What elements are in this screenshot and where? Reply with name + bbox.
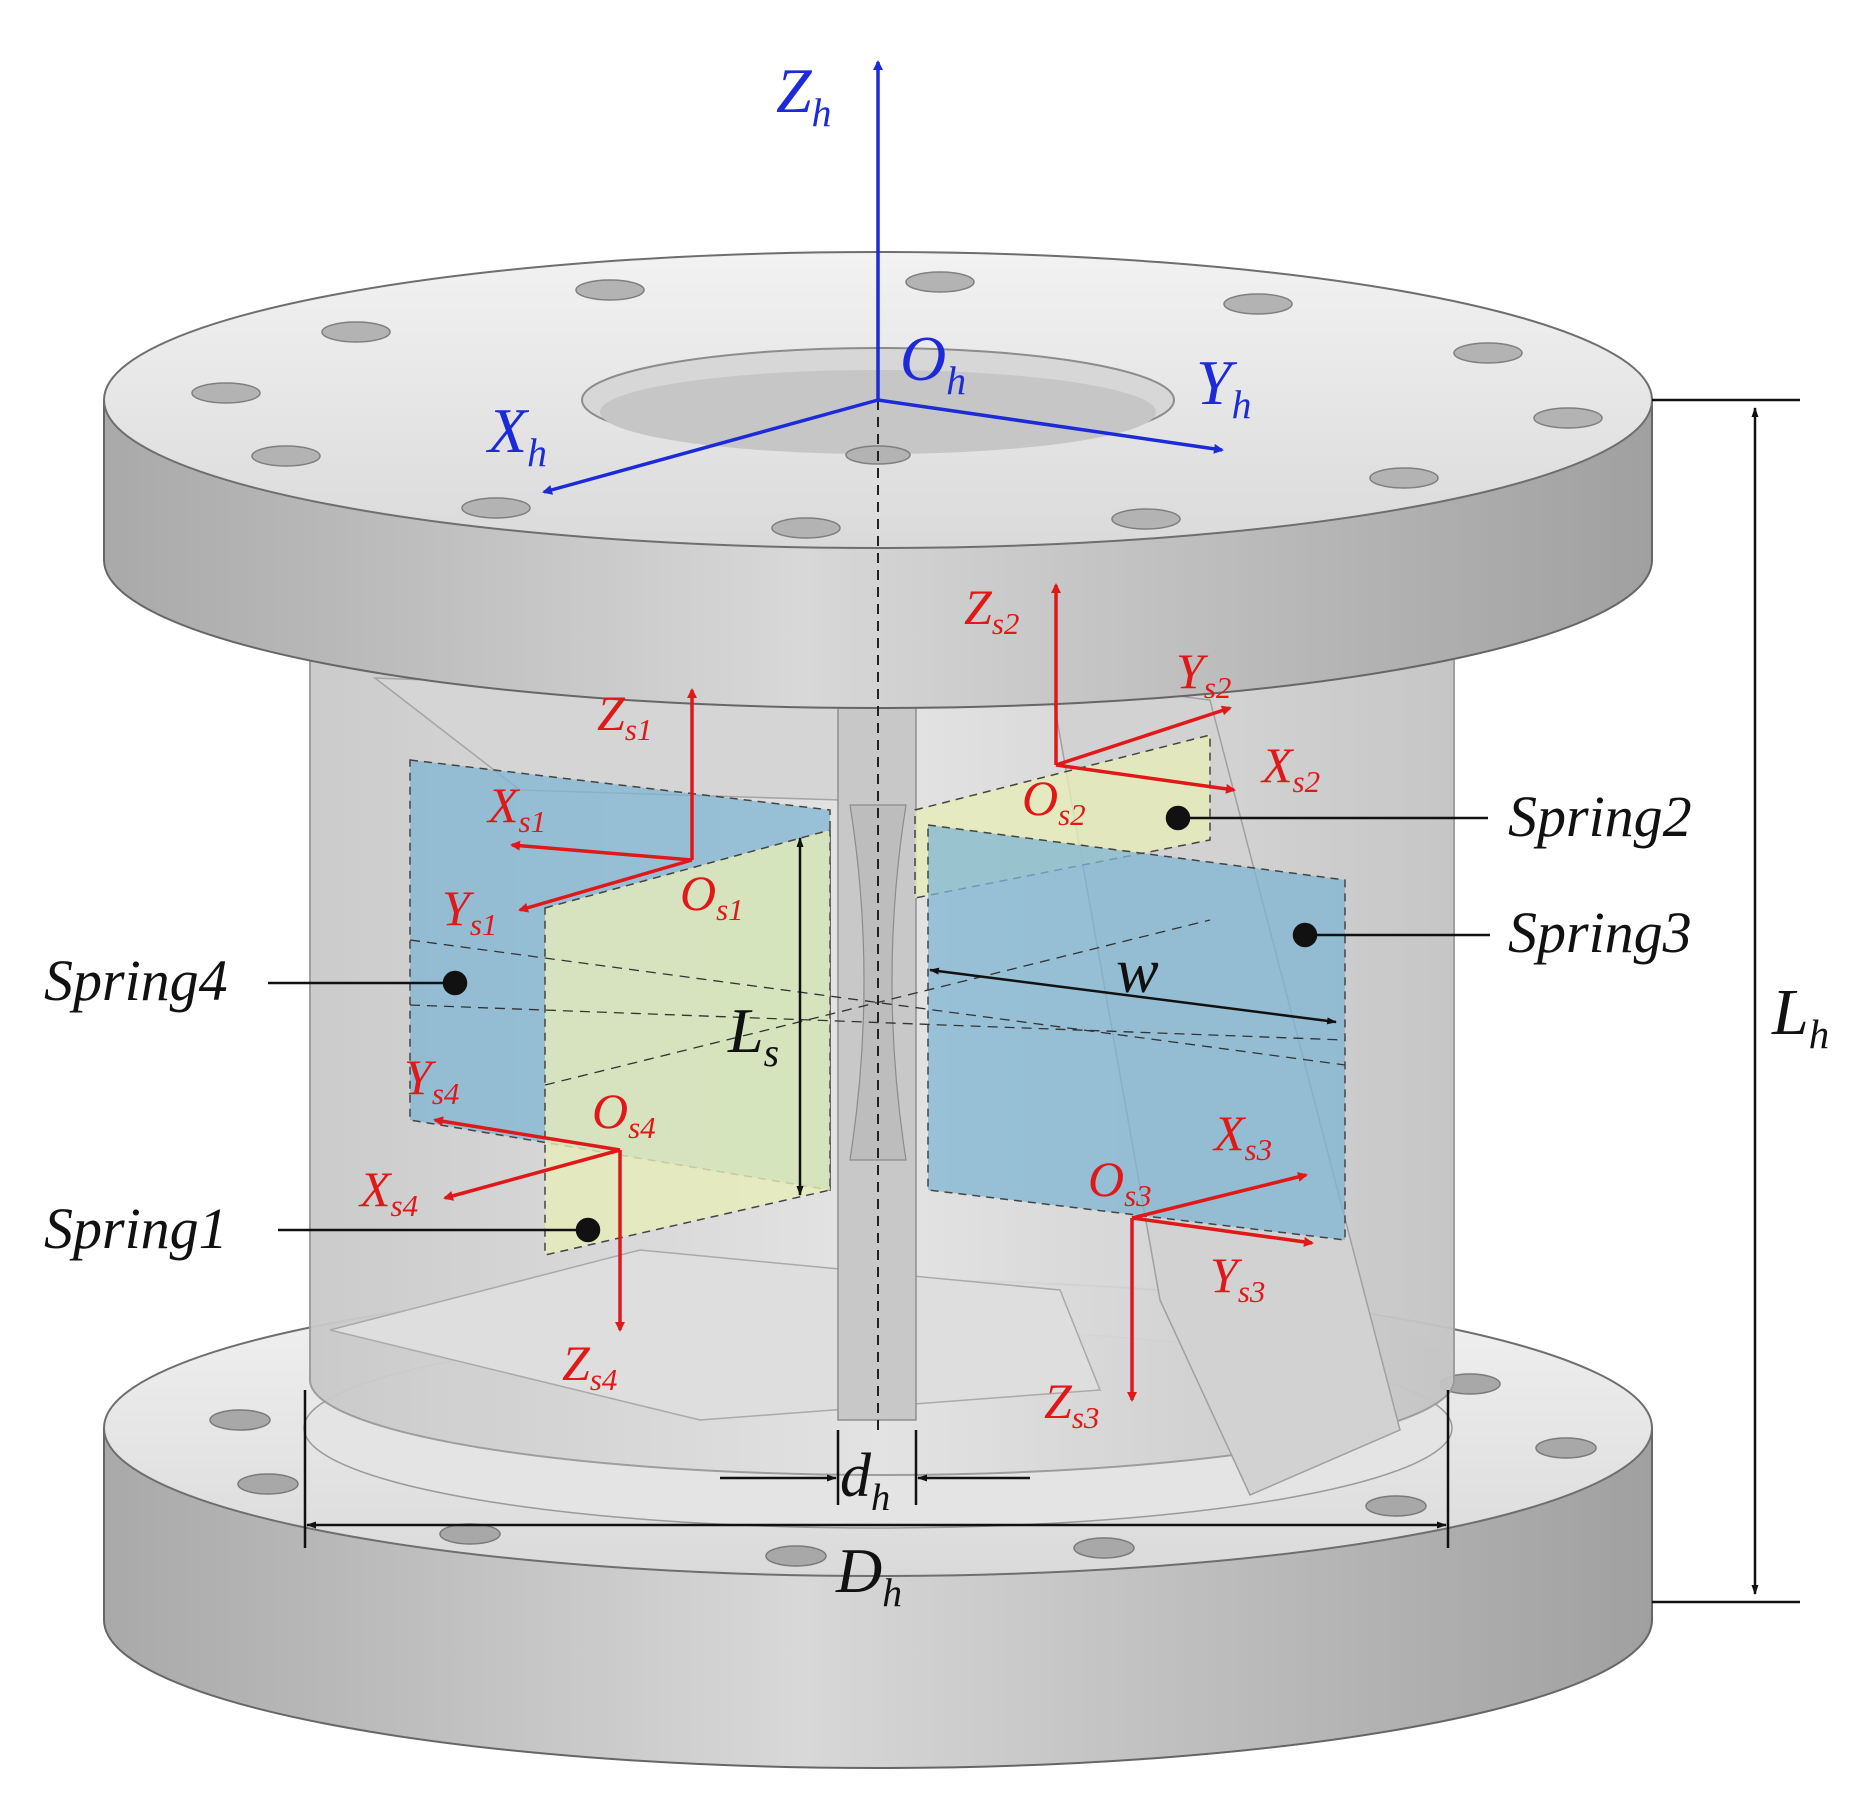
dh-major-label: Dh bbox=[835, 1535, 902, 1615]
spring2-callout: Spring2 bbox=[1508, 784, 1692, 849]
top-bolt-holes bbox=[191, 271, 1603, 539]
yh-label: Yh bbox=[1196, 347, 1251, 427]
spring4-callout: Spring4 bbox=[44, 948, 228, 1013]
xh-axis bbox=[542, 398, 879, 495]
os2-label: Os2 bbox=[1022, 770, 1086, 832]
xs3-label: Xs3 bbox=[1212, 1105, 1272, 1167]
xs3-axis bbox=[1131, 1172, 1308, 1220]
xs4-axis bbox=[443, 1148, 621, 1201]
spring1-callout: Spring1 bbox=[44, 1196, 228, 1261]
oh-label: Oh bbox=[900, 323, 966, 403]
zs2-label: Zs2 bbox=[964, 579, 1019, 641]
ys3-label: Ys3 bbox=[1210, 1247, 1265, 1309]
xs1-axis bbox=[510, 840, 693, 862]
spring3-leaf bbox=[927, 824, 1346, 1241]
ys4-axis bbox=[433, 1116, 621, 1152]
xs2-axis bbox=[1055, 763, 1236, 794]
zs3-label: Zs3 bbox=[1044, 1373, 1099, 1435]
xh-label: Xh bbox=[485, 395, 547, 475]
lh-label: Lh bbox=[1771, 976, 1829, 1057]
ys2-axis bbox=[1055, 705, 1232, 767]
w-label: w bbox=[1116, 935, 1159, 1006]
spring3-callout: Spring3 bbox=[1508, 900, 1692, 965]
leaf-springs bbox=[409, 734, 1346, 1256]
ys4-label: Ys4 bbox=[404, 1049, 459, 1111]
xs4-label: Xs4 bbox=[358, 1161, 418, 1223]
dimension-lines bbox=[303, 398, 1800, 1604]
ls-label: Ls bbox=[727, 995, 779, 1075]
os1-label: Os1 bbox=[680, 865, 744, 927]
ys1-axis bbox=[518, 858, 693, 913]
os4-label: Os4 bbox=[592, 1083, 656, 1145]
zs4-label: Zs4 bbox=[562, 1335, 617, 1397]
spring-frame-axes bbox=[433, 583, 1314, 1402]
zs1-label: Zs1 bbox=[597, 685, 652, 747]
ys2-label: Ys2 bbox=[1176, 643, 1231, 705]
ys3-axis bbox=[1131, 1216, 1314, 1247]
os3-label: Os3 bbox=[1088, 1151, 1152, 1213]
zh-label: Zh bbox=[776, 55, 831, 135]
callout-leaders bbox=[268, 805, 1490, 1243]
global-frame-axes bbox=[542, 60, 1224, 495]
labels: Zh Xh Yh Oh Zs1 Xs1 Ys1 Os1 Zs2 Ys2 Xs2 … bbox=[44, 55, 1829, 1615]
dh-label: dh bbox=[840, 1442, 890, 1519]
yh-axis bbox=[877, 398, 1224, 454]
xs1-label: Xs1 bbox=[486, 777, 546, 839]
xs2-label: Xs2 bbox=[1260, 737, 1320, 799]
ys1-label: Ys1 bbox=[442, 880, 497, 942]
w-dimension bbox=[929, 967, 1337, 1025]
